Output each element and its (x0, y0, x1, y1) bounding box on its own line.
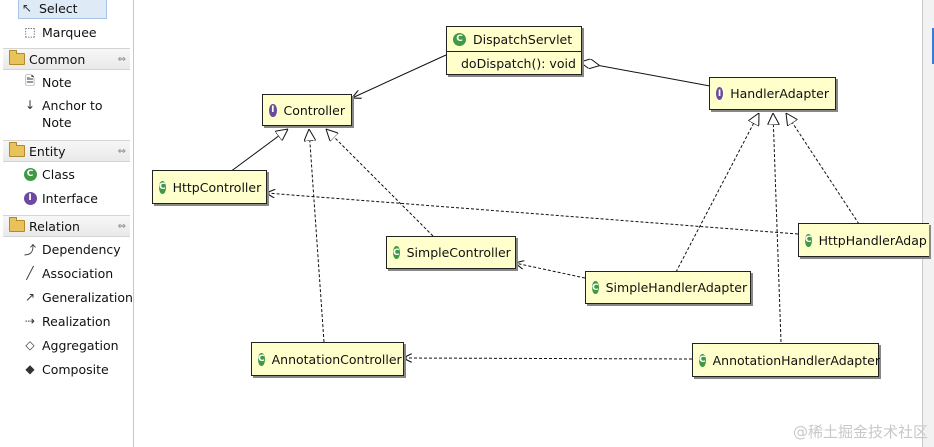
edge-simplehandler-handleradapter (675, 113, 759, 273)
interface-icon: I (22, 190, 38, 206)
interface-name: Controller (283, 102, 346, 118)
class-icon: C (805, 233, 812, 247)
edge-annotationhandler-handleradapter (773, 113, 782, 343)
section-relation[interactable]: Relation ⇔ (3, 215, 130, 237)
tool-marquee-label: Marquee (42, 24, 97, 40)
note-icon: 🗎 (25, 73, 35, 88)
realization-icon: ⇢ (24, 314, 36, 328)
class-icon: C (453, 32, 466, 46)
item-note[interactable]: 🗎 Note (22, 72, 72, 92)
edge-annotationcontroller-controller (309, 129, 325, 343)
edge-httphandler-handleradapter (786, 113, 860, 225)
class-icon: C (393, 246, 400, 259)
item-dependency[interactable]: ⤴ Dependency (22, 239, 121, 259)
class-icon: C (592, 281, 599, 294)
class-name: AnnotationController (271, 351, 402, 367)
section-common[interactable]: Common ⇔ (3, 48, 130, 70)
edge-dispatch-handleradapter (580, 62, 711, 87)
class-simple-controller[interactable]: C SimpleController (386, 236, 516, 269)
class-name: DispatchServlet (473, 31, 573, 47)
item-anchor-label: Anchor to Note (42, 98, 103, 130)
class-icon: C (22, 166, 38, 182)
class-name: SimpleController (406, 245, 511, 260)
item-composite[interactable]: ◆ Composite (22, 359, 109, 379)
item-aggregation[interactable]: ◇ Aggregation (22, 335, 119, 355)
edge-httpcontroller-controller (229, 129, 288, 173)
item-anchor-to-note[interactable]: ↓ Anchor to Note (22, 97, 112, 131)
edge-dispatch-controller (352, 54, 447, 98)
marquee-icon: ⬚ (24, 25, 36, 39)
interface-controller[interactable]: I Controller (262, 94, 352, 126)
item-dependency-label: Dependency (42, 241, 121, 257)
item-association[interactable]: ╱ Association (22, 263, 113, 283)
edge-annotationhandler-annotationcontroller (403, 358, 693, 359)
generalization-icon: ↗ (24, 290, 36, 304)
method-name: doDispatch(): void (461, 55, 576, 71)
cursor-icon: ↖ (21, 1, 33, 15)
class-icon: C (699, 353, 706, 367)
item-aggregation-label: Aggregation (42, 337, 119, 353)
interface-name: HandlerAdapter (730, 86, 829, 101)
dependency-icon: ⤴ (23, 242, 36, 257)
class-name: HttpHandlerAdap (818, 232, 927, 248)
edge-simplehandler-simplecontroller (515, 263, 586, 279)
item-association-label: Association (42, 265, 114, 281)
item-generalization[interactable]: ↗ Generalization (22, 287, 133, 307)
anchor-arrow-icon: ↓ (24, 98, 36, 112)
class-name: AnnotationHandlerAdapter (712, 352, 880, 368)
association-icon: ╱ (26, 266, 34, 280)
class-name: SimpleHandlerAdapter (605, 280, 748, 295)
folder-icon (9, 142, 25, 157)
palette: ↖ Select ⬚ Marquee Common ⇔ 🗎 Note ↓ Anc… (0, 0, 134, 447)
tool-select[interactable]: ↖ Select (18, 0, 107, 19)
class-name: HttpController (172, 179, 262, 195)
item-interface-label: Interface (42, 190, 98, 206)
class-http-controller[interactable]: C HttpController (152, 170, 267, 204)
item-note-label: Note (42, 74, 72, 90)
collapse-icon[interactable]: ⇔ (117, 145, 126, 157)
item-class[interactable]: C Class (22, 164, 75, 184)
class-simple-handler-adapter[interactable]: C SimpleHandlerAdapter (585, 271, 751, 304)
watermark: @稀土掘金技术社区 (792, 423, 928, 441)
interface-handler-adapter[interactable]: I HandlerAdapter (709, 77, 836, 110)
class-annotation-controller[interactable]: C AnnotationController (251, 342, 404, 376)
item-realization[interactable]: ⇢ Realization (22, 311, 111, 331)
collapse-icon[interactable]: ⇔ (117, 53, 126, 65)
edge-simplecontroller-controller (326, 129, 434, 237)
item-composite-label: Composite (42, 361, 109, 377)
collapse-icon[interactable]: ⇔ (117, 220, 126, 232)
interface-icon: I (269, 103, 277, 117)
item-class-label: Class (42, 166, 75, 182)
composite-icon: ◆ (25, 362, 35, 376)
class-icon: C (258, 352, 265, 366)
interface-icon: I (716, 87, 724, 100)
edge-httphandler-httpcontroller (266, 193, 799, 235)
section-common-title: Common (29, 51, 86, 67)
item-interface[interactable]: I Interface (22, 188, 98, 208)
section-relation-title: Relation (29, 218, 80, 234)
scroll-thumb[interactable] (932, 28, 934, 64)
tool-marquee[interactable]: ⬚ Marquee (22, 22, 97, 42)
folder-icon (9, 217, 25, 232)
aggregation-icon: ◇ (25, 338, 35, 352)
item-realization-label: Realization (42, 313, 111, 329)
section-entity-title: Entity (29, 143, 66, 159)
section-entity[interactable]: Entity ⇔ (3, 140, 130, 162)
tool-select-label: Select (39, 0, 78, 16)
class-dispatch-servlet[interactable]: C DispatchServlet doDispatch(): void (446, 26, 582, 75)
folder-icon (9, 50, 25, 65)
class-annotation-handler-adapter[interactable]: C AnnotationHandlerAdapter (692, 343, 880, 377)
class-http-handler-adapter[interactable]: C HttpHandlerAdap (798, 223, 929, 257)
class-icon: C (159, 180, 166, 194)
item-generalization-label: Generalization (42, 289, 133, 305)
